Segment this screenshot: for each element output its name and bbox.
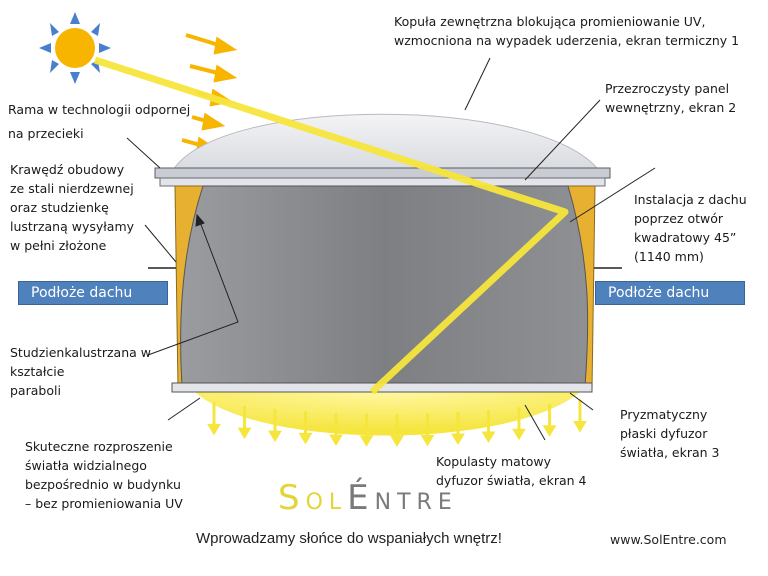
label-housing: Krawędź obudowy ze stali nierdzewnej ora… bbox=[10, 162, 135, 253]
down-arrow-head bbox=[481, 431, 496, 443]
label-inner-panel: Przezroczysty panel wewnętrzny, ekran 2 bbox=[605, 81, 737, 115]
down-arrow-head bbox=[420, 434, 435, 447]
label-installation: Instalacja z dachu poprzez otwór kwadrat… bbox=[634, 192, 747, 264]
down-arrow-head bbox=[237, 427, 252, 440]
slogan: Wprowadzamy słońce do wspaniałych wnętrz… bbox=[196, 530, 502, 547]
dome-diffuser bbox=[195, 392, 580, 436]
down-arrow-head bbox=[542, 425, 557, 437]
down-arrow-head bbox=[329, 434, 343, 446]
label-outer-dome: Kopuła zewnętrzna blokująca promieniowan… bbox=[394, 14, 740, 48]
down-arrow-head bbox=[298, 432, 313, 445]
leader-lines bbox=[126, 57, 656, 441]
down-arrow-head bbox=[207, 423, 221, 436]
light-dispersion-arrows bbox=[207, 399, 587, 447]
label-frame: Rama w technologii odpornej na przecieki bbox=[8, 102, 191, 141]
roof-label-left: Podłoże dachu bbox=[18, 281, 168, 305]
label-prismatic-diffuser: Pryzmatyczny płaski dyfuzor światła, ekr… bbox=[620, 407, 720, 460]
down-arrow-head bbox=[268, 430, 282, 443]
down-arrow-head bbox=[359, 435, 374, 447]
label-mirror-well: Studzienkalustrzana w kształcie paraboli bbox=[10, 345, 151, 398]
solentre-logo: SOLÉNTRE bbox=[278, 478, 458, 518]
roof-label-right: Podłoże dachu bbox=[595, 281, 745, 305]
label-dispersion: Skuteczne rozproszenie światła widzialne… bbox=[25, 439, 183, 511]
outer-dome bbox=[171, 113, 601, 173]
label-dome-diffuser: Kopulasty matowy dyfuzor światła, ekran … bbox=[436, 454, 587, 488]
down-arrow-head bbox=[390, 435, 404, 447]
frame-flange bbox=[154, 167, 611, 179]
down-arrow-head bbox=[512, 428, 526, 441]
down-arrow-head bbox=[451, 433, 465, 446]
website-link[interactable]: www.SolEntre.com bbox=[610, 532, 727, 547]
down-arrow-head bbox=[573, 421, 587, 433]
sun-icon bbox=[39, 12, 111, 84]
sunlight-beam bbox=[93, 56, 569, 395]
